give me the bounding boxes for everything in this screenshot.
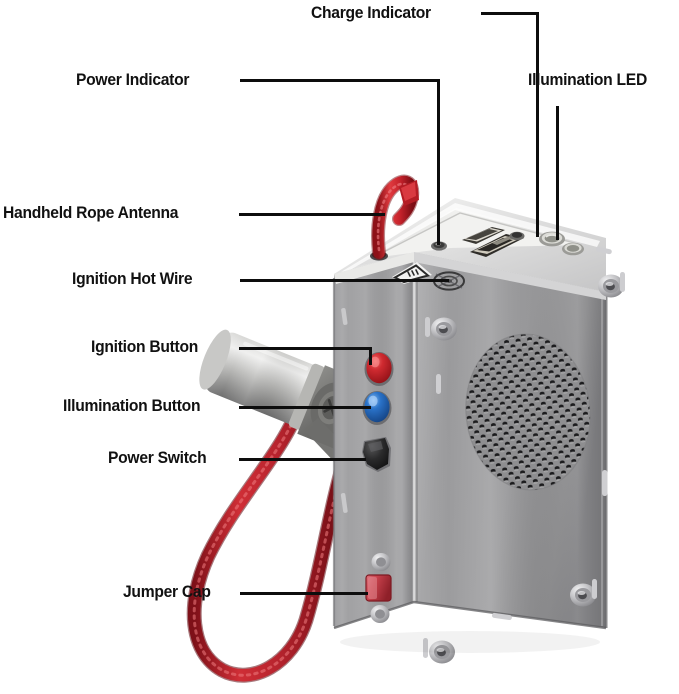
leader-charge-indicator-h [481, 12, 539, 15]
leader-jumper-cap-h [240, 592, 368, 595]
label-handheld-rope-antenna: Handheld Rope Antenna [3, 203, 179, 222]
leader-ignition-button-h [239, 347, 372, 350]
ignition-hot-wire-barrel [199, 329, 363, 449]
charge-port-cutouts [462, 227, 524, 257]
label-power-switch: Power Switch [108, 448, 207, 467]
jumper-cap [365, 574, 392, 602]
power-switch [362, 437, 391, 472]
charge-indicator-hole [509, 231, 525, 241]
label-charge-indicator: Charge Indicator [311, 3, 431, 22]
side-slot-vents [436, 246, 612, 621]
label-illumination-button: Illumination Button [63, 396, 201, 415]
leader-ignition-button-v [369, 347, 372, 365]
device-front-face [334, 252, 414, 628]
front-slot-vents [340, 307, 348, 513]
leader-ignition-hot-wire-h [240, 279, 449, 282]
leader-illumination-button-h [239, 406, 371, 409]
label-ignition-hot-wire: Ignition Hot Wire [72, 269, 193, 288]
label-ignition-button: Ignition Button [91, 337, 199, 356]
speaker-vent-grid [460, 330, 598, 497]
label-power-indicator: Power Indicator [76, 70, 190, 89]
device-side-face [414, 252, 606, 628]
label-illumination-led: Illumination LED [528, 70, 647, 89]
leader-power-switch-h [239, 458, 366, 461]
label-jumper-cap: Jumper Cap [123, 582, 211, 601]
leader-power-indicator-v [437, 79, 440, 245]
leader-rope-antenna-h [239, 213, 385, 216]
illumination-led [539, 231, 565, 247]
leader-illumination-led-v [556, 106, 559, 240]
handheld-rope-antenna-wire [371, 174, 420, 260]
leader-power-indicator-h [240, 79, 440, 82]
hex-screws [370, 272, 625, 664]
leader-charge-indicator-v [536, 12, 539, 237]
rope-lanyard [186, 396, 352, 683]
